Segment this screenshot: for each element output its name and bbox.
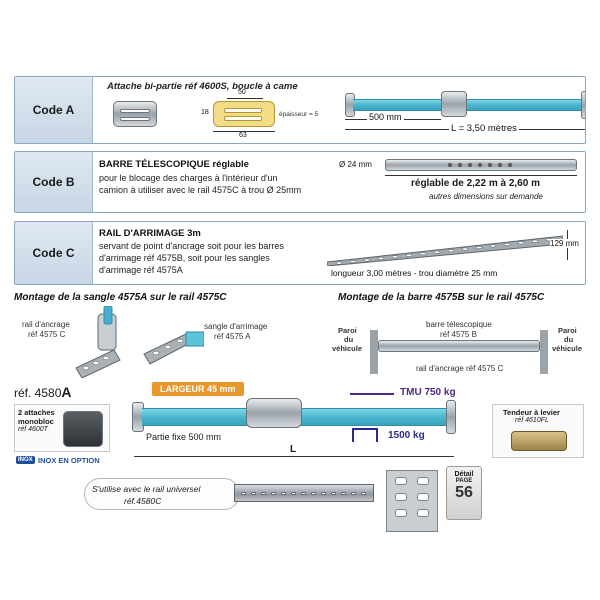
strap-a-hook-right [581, 91, 585, 119]
code-b-title: BARRE TÉLESCOPIQUE réglable [99, 159, 249, 170]
length-500-label: 500 mm [367, 112, 404, 122]
diameter-label: Ø 24 mm [339, 160, 372, 169]
detail-page-number: 56 [455, 484, 473, 501]
wall-left-2: du [344, 335, 354, 344]
code-b-label: Code B [15, 152, 93, 212]
detail-page-word: PAGE [455, 478, 473, 484]
code-c-title: RAIL D'ARRIMAGE 3m [99, 228, 201, 239]
adjustable-label: réglable de 2,22 m à 2,60 m [411, 178, 540, 189]
universal-rail-bubble [84, 478, 240, 510]
length-dimension-line [134, 456, 454, 457]
inox-badge: INOX [16, 456, 35, 464]
strap-a-image [353, 99, 585, 111]
inox-option-label: INOX EN OPTION [38, 456, 100, 465]
dim-18: 18 [201, 109, 209, 116]
yellow-drawing [213, 101, 275, 127]
rail-detail-image [386, 470, 438, 532]
dim-50-line [227, 98, 263, 99]
ref-suffix: A [61, 384, 72, 400]
tmu-label: TMU 750 kg [400, 387, 456, 398]
strap-label-2: réf 4575 A [214, 332, 251, 341]
ratchet-hook-right [446, 400, 456, 434]
code-b-line2: camion à utiliser avec le rail 4575C à t… [99, 185, 302, 195]
telescopic-bar-mounted [378, 340, 540, 352]
detail-page-tag[interactable]: Détail PAGE 56 [446, 466, 482, 520]
bar-label-1: barre télescopique [426, 320, 492, 329]
lever-tensioner-image [511, 431, 567, 451]
rail-usage-line1: S'utilise avec le rail universel [92, 484, 201, 494]
tmu-arrow [350, 393, 394, 395]
rail-ref-label: rail d'ancrage réf 4575 C [416, 364, 504, 373]
tensioner-box: Tendeur à levier réf 4610FL [492, 404, 584, 458]
anchor-rail-image [327, 235, 563, 266]
strap-label-1: sangle d'arrimage [204, 322, 268, 331]
rail-usage-line2: réf.4580C [124, 496, 162, 506]
bipart-attachment-image [113, 101, 157, 127]
attaches-line2: monobloc [18, 417, 54, 426]
code-c-line1: servant de point d'ancrage soit pour les… [99, 241, 284, 251]
length-L-marker: L [290, 444, 297, 455]
monobloc-attach-image [63, 411, 103, 447]
dim-63-line [213, 131, 275, 132]
code-a-box: Code A Attache bi-partie réf 4600S, bouc… [14, 76, 586, 144]
width-badge: LARGEUR 45 mm [152, 382, 244, 396]
montage-right-title: Montage de la barre 4575B sur le rail 45… [338, 292, 545, 303]
tensioner-line1: Tendeur à levier [503, 408, 560, 417]
code-a-title: Attache bi-partie réf 4600S, boucle à ca… [107, 81, 298, 92]
attaches-line1: 2 attaches [18, 408, 55, 417]
code-c-line3: d'arrimage réf 4575A [99, 265, 183, 275]
montage-left-title: Montage de la sangle 4575A sur le rail 4… [14, 292, 227, 303]
wall-left-1: Paroi [338, 326, 357, 335]
detail-label: Détail [454, 471, 474, 478]
dim-50: 50 [238, 89, 246, 96]
strap-rail-assembly-image [75, 306, 204, 378]
code-c-line2: d'arrimage réf 4575B, soit pour les sang… [99, 253, 270, 263]
rail-length-label: longueur 3,00 mètres - trou diamètre 25 … [331, 268, 498, 278]
wall-right-1: Paroi [558, 326, 577, 335]
wall-right-panel [540, 330, 548, 374]
load-bracket [352, 428, 378, 442]
adjustable-line [385, 175, 577, 176]
tensioner-line2: réf 4610FL [515, 417, 549, 424]
ref-prefix: réf. 4580 [14, 386, 62, 400]
wall-left-3: véhicule [332, 344, 363, 353]
height-label: 129 mm [550, 239, 579, 248]
ratchet-buckle [246, 398, 302, 428]
attaches-box: 2 attaches monobloc réf 4600T [14, 404, 110, 452]
telescopic-bar-image [385, 159, 577, 171]
load-label: 1500 kg [388, 430, 425, 441]
wall-left-panel [370, 330, 378, 374]
code-c-label: Code C [15, 222, 93, 284]
cam-buckle [441, 91, 467, 117]
universal-rail-image [234, 484, 374, 502]
bar-label-2: réf 4575 B [440, 330, 477, 339]
code-b-line1: pour le blocage des charges à l'intérieu… [99, 173, 278, 183]
wall-right-3: véhicule [552, 344, 583, 353]
wall-right-2: du [564, 335, 574, 344]
ref-4580-title: réf. 4580A [14, 384, 72, 400]
other-dims-label: autres dimensions sur demande [429, 192, 543, 201]
attaches-line3: réf 4600T [18, 426, 48, 433]
rail-anchor-label-2: réf 4575 C [28, 330, 66, 339]
fixed-part-label: Partie fixe 500 mm [146, 432, 222, 442]
code-c-box: Code C RAIL D'ARRIMAGE 3m servant de poi… [14, 221, 586, 285]
code-b-box: Code B BARRE TÉLESCOPIQUE réglable pour … [14, 151, 586, 213]
dim-63: 63 [239, 132, 247, 139]
thickness-label: épaisseur = 5 [279, 111, 319, 118]
rail-anchor-label-1: rail d'ancrage [22, 320, 70, 329]
length-L-label: L = 3,50 mètres [449, 123, 519, 134]
code-a-label: Code A [15, 77, 93, 143]
